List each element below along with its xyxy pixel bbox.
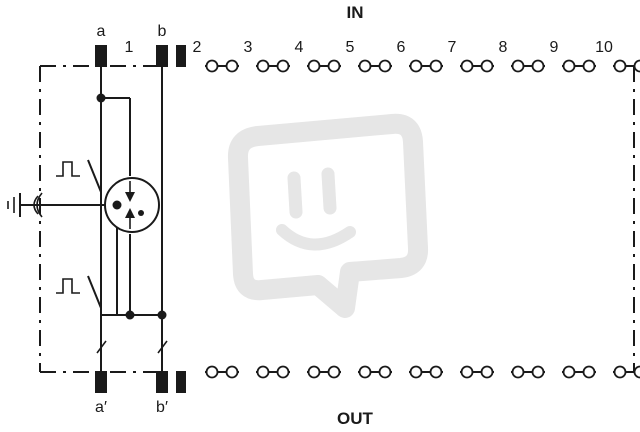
terminal-ring — [378, 365, 392, 379]
terminal-ring — [511, 365, 525, 379]
terminal-posts-top — [95, 45, 186, 67]
terminal-ring — [582, 365, 596, 379]
terminal-ring — [409, 59, 423, 73]
earth-ground-icon — [7, 192, 43, 218]
surge-switch-upper — [56, 159, 102, 193]
channel-number: 7 — [448, 39, 457, 56]
internal-wiring — [28, 67, 163, 336]
terminal-ring — [225, 365, 239, 379]
terminal-ring — [205, 59, 219, 73]
terminal-post-b — [156, 45, 168, 67]
junction-dots — [96, 93, 167, 320]
terminal-ring — [460, 59, 474, 73]
terminal-ring — [613, 59, 627, 73]
terminal-ring — [307, 59, 321, 73]
terminal-ring — [562, 365, 576, 379]
terminal-ring — [276, 59, 290, 73]
channel-number: 5 — [346, 39, 355, 56]
channel-number: 3 — [244, 39, 253, 56]
channel-number: 9 — [550, 39, 559, 56]
output-contact-b — [157, 336, 168, 372]
junction-node — [125, 310, 135, 320]
terminal-ring — [307, 365, 321, 379]
terminal-ring — [531, 365, 545, 379]
output-contact-a — [96, 336, 107, 372]
terminal-ring — [480, 59, 494, 73]
channel-number: 6 — [397, 39, 406, 56]
terminal-post-a — [95, 45, 107, 67]
terminal-ring — [531, 59, 545, 73]
terminal-row-in — [205, 59, 640, 73]
junction-node — [157, 310, 167, 320]
terminal-ring — [460, 365, 474, 379]
terminal-ring — [409, 365, 423, 379]
terminal-b-prime-label: b′ — [156, 399, 168, 416]
terminal-ring — [256, 59, 270, 73]
terminal-ring — [358, 59, 372, 73]
terminal-ring — [562, 59, 576, 73]
housing-boundary — [39, 65, 635, 373]
channel-number: 10 — [595, 39, 613, 56]
channel-number: 4 — [295, 39, 304, 56]
terminal-b-label: b — [158, 23, 167, 40]
terminal-ring — [582, 59, 596, 73]
terminal-ring — [205, 365, 219, 379]
channel-number: 1 — [125, 39, 134, 56]
terminal-post-extra — [176, 45, 186, 67]
terminal-ring — [511, 59, 525, 73]
terminal-ring — [276, 365, 290, 379]
terminal-ring — [327, 59, 341, 73]
terminal-post-extra-bottom — [176, 371, 186, 393]
junction-node — [96, 93, 106, 103]
channel-number: 2 — [193, 39, 202, 56]
terminal-ring — [378, 59, 392, 73]
channel-number: 8 — [499, 39, 508, 56]
terminal-ring — [429, 365, 443, 379]
terminal-ring — [633, 59, 640, 73]
gas-discharge-tube-icon — [104, 177, 160, 233]
junction-node — [112, 200, 122, 210]
plug-logo-watermark — [228, 113, 429, 318]
channel-number-row: 1 2 3 4 5 6 7 8 9 10 — [125, 39, 613, 56]
in-label: IN — [347, 3, 364, 22]
terminal-ring — [256, 365, 270, 379]
terminal-post-a-prime — [95, 371, 107, 393]
out-label: OUT — [337, 409, 374, 428]
terminal-ring — [327, 365, 341, 379]
terminal-ring — [225, 59, 239, 73]
terminal-posts-bottom — [95, 371, 186, 393]
terminal-row-out — [205, 365, 640, 379]
terminal-ring — [358, 365, 372, 379]
terminal-ring — [633, 365, 640, 379]
terminal-post-b-prime — [156, 371, 168, 393]
terminal-a-label: a — [97, 23, 106, 40]
terminal-ring — [480, 365, 494, 379]
surge-switch-lower — [56, 275, 102, 309]
terminal-ring — [429, 59, 443, 73]
terminal-a-prime-label: a′ — [95, 399, 107, 416]
terminal-ring — [613, 365, 627, 379]
